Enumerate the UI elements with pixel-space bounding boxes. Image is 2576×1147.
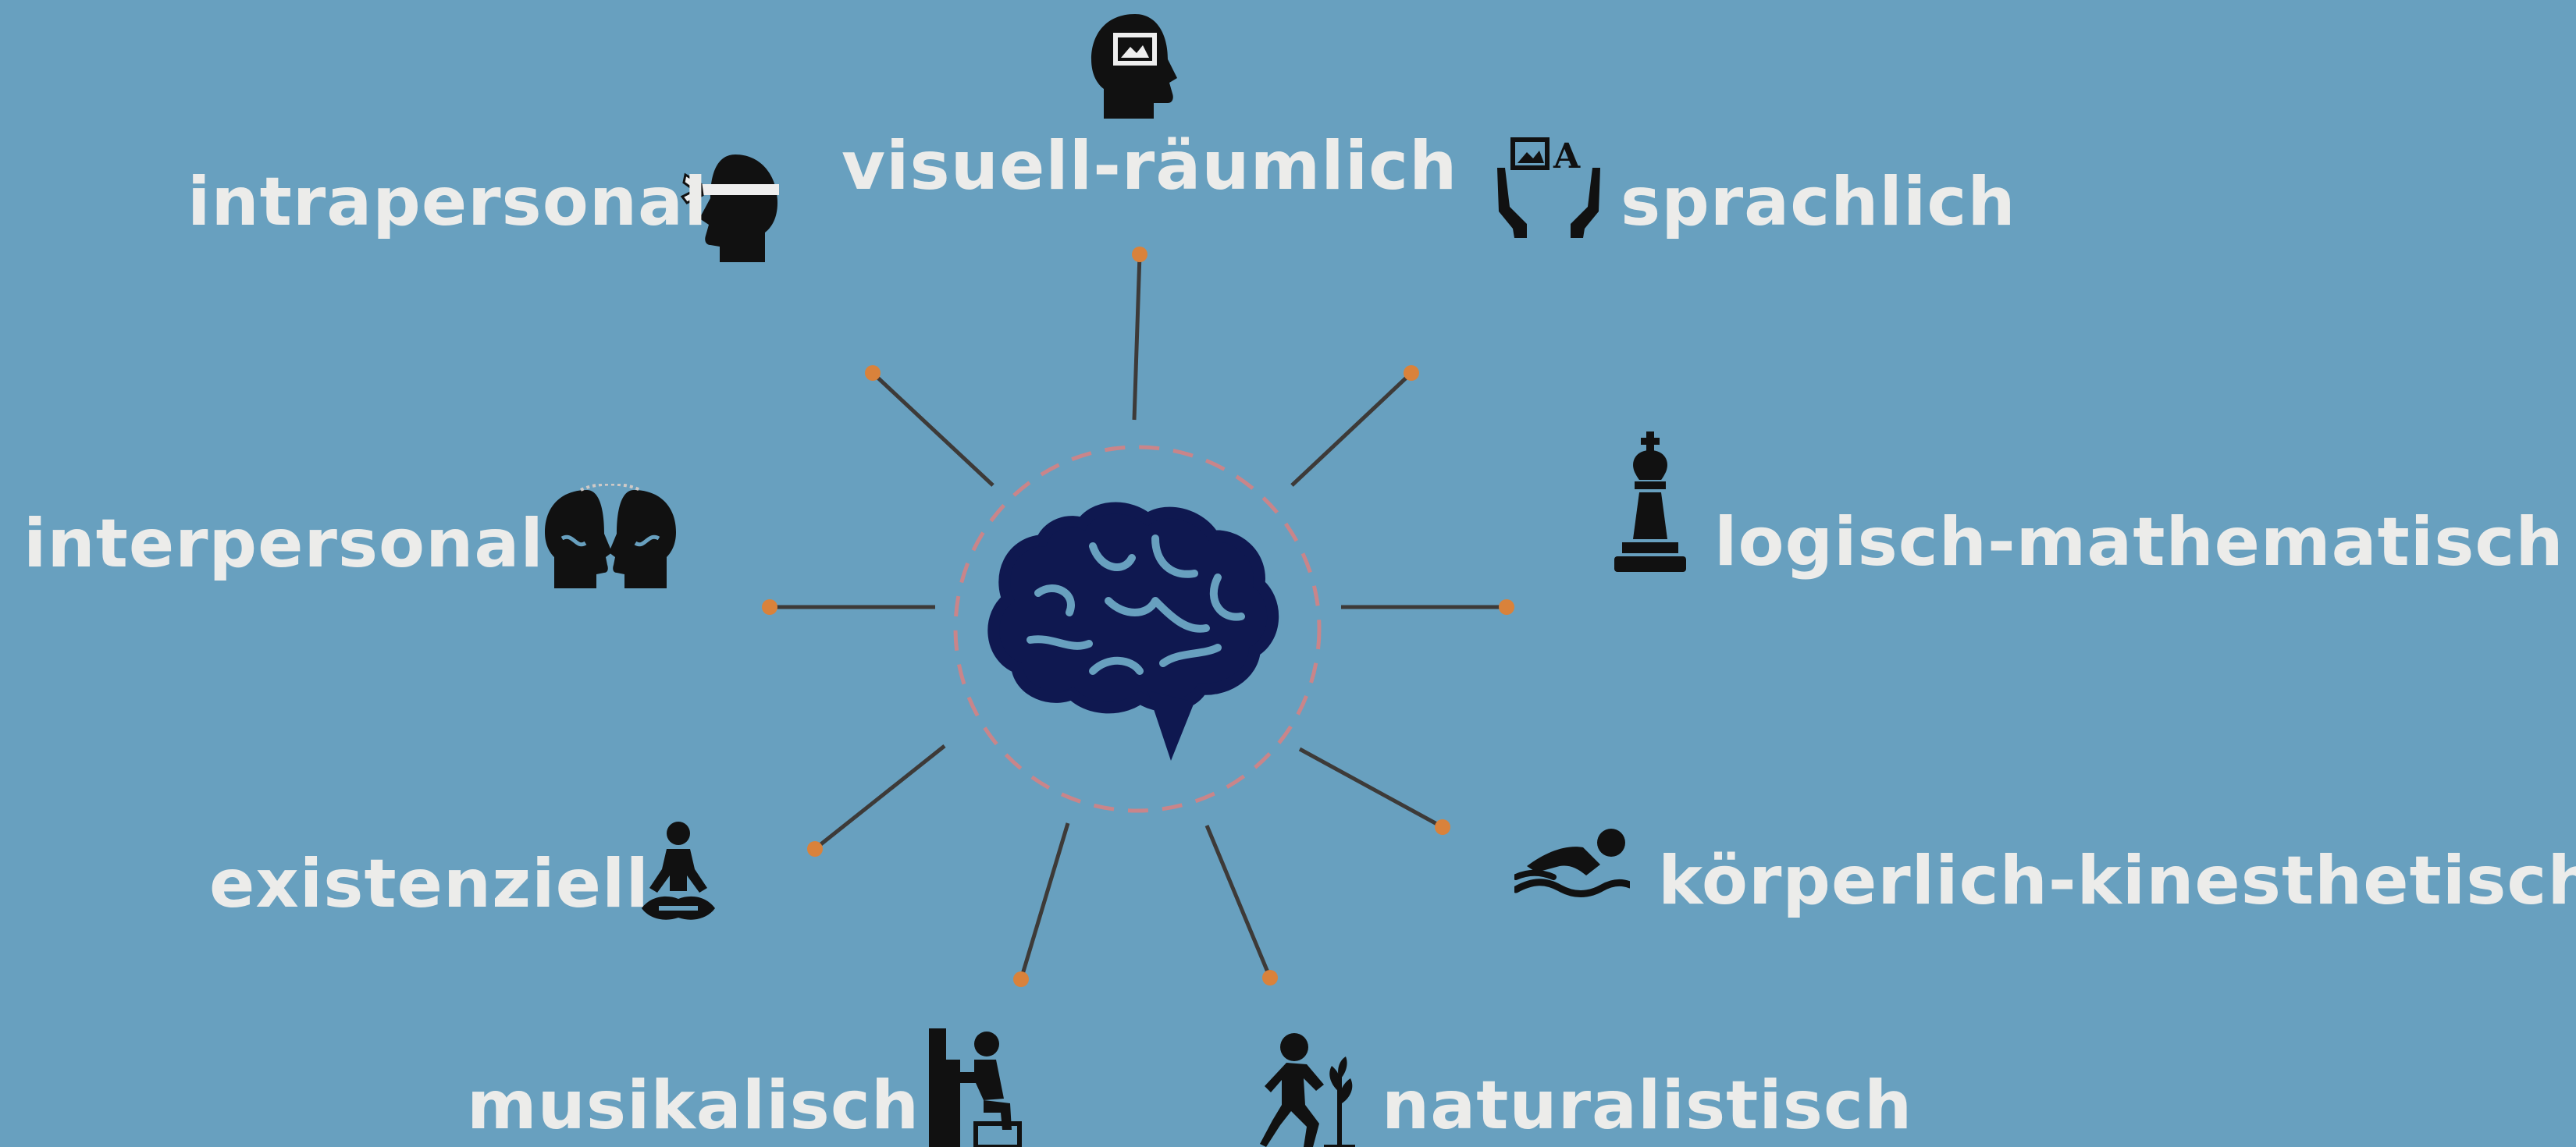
spoke-koerperlich-line <box>1298 747 1444 829</box>
blindfolded-head-icon <box>680 154 779 262</box>
label-visuell-raeumlich: visuell-räumlich <box>841 127 1458 205</box>
brain-icon <box>987 502 1279 761</box>
spoke-naturalistisch-dot <box>1262 970 1278 985</box>
spoke-visuell-line <box>1132 254 1142 421</box>
spoke-existenziell-dot <box>807 841 823 857</box>
spoke-sprachlich-line <box>1290 371 1413 487</box>
label-musikalisch: musikalisch <box>467 1067 920 1145</box>
two-heads-icon <box>545 484 676 588</box>
spoke-sprachlich-dot <box>1404 365 1419 381</box>
spoke-musikalisch-line <box>1019 822 1070 980</box>
spoke-existenziell-line <box>813 744 946 850</box>
spoke-intrapersonal-dot <box>865 365 881 381</box>
pianist-icon <box>929 1028 1022 1147</box>
spoke-logisch-dot <box>1499 599 1514 615</box>
head-picture-icon <box>1091 14 1177 119</box>
spoke-visuell-dot <box>1132 247 1147 262</box>
spoke-koerperlich-dot <box>1435 819 1450 835</box>
gardener-icon <box>1260 1033 1355 1147</box>
spoke-interpersonal-dot <box>762 599 777 615</box>
label-logisch-mathematisch: logisch-mathematisch <box>1714 503 2564 581</box>
center-dashed-circle <box>953 445 1322 813</box>
meditation-icon <box>642 822 715 920</box>
swimmer-icon <box>1514 829 1630 897</box>
spokes <box>762 247 1514 987</box>
spoke-intrapersonal-line <box>871 371 994 487</box>
spoke-musikalisch-dot <box>1013 971 1029 987</box>
label-naturalistisch: naturalistisch <box>1382 1067 1913 1145</box>
spoke-naturalistisch-line <box>1204 825 1272 978</box>
chess-king-icon <box>1614 431 1686 572</box>
label-interpersonal: interpersonal <box>23 505 544 583</box>
label-sprachlich: sprachlich <box>1621 163 2016 241</box>
label-koerperlich-kinesthetisch: körperlich-kinesthetisch <box>1658 842 2576 920</box>
svg-text:A: A <box>1553 137 1581 176</box>
label-existenziell: existenziell <box>209 845 649 923</box>
hands-letter-icon: A <box>1497 137 1600 238</box>
label-intrapersonal: intrapersonal <box>187 163 708 241</box>
